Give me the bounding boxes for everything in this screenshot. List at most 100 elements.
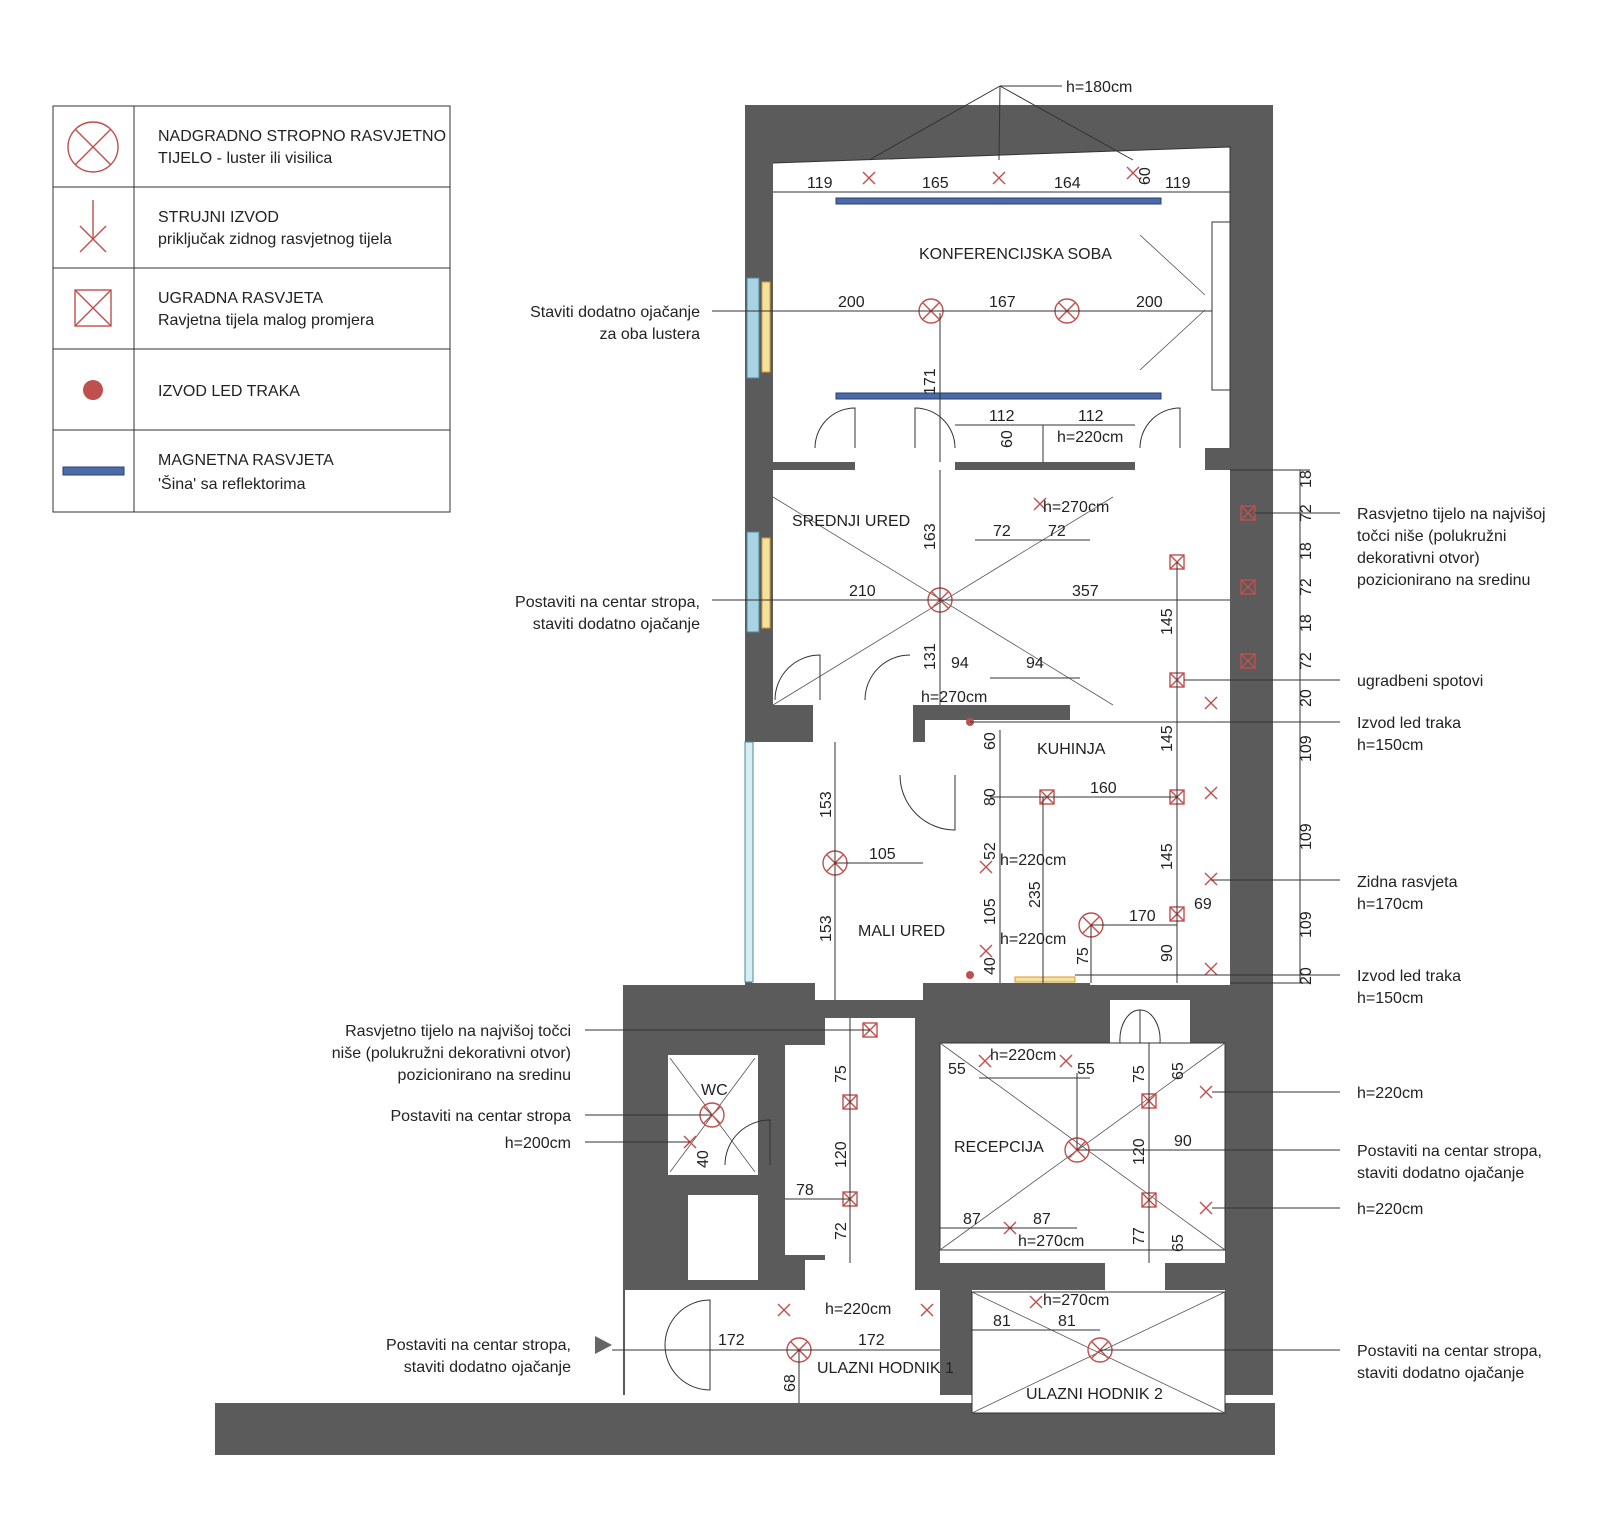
legend-label: UGRADNA RASVJETA: [158, 290, 323, 307]
annotation: staviti dodatno ojačanje: [1357, 1365, 1524, 1382]
height-label: h=220cm: [825, 1301, 891, 1318]
dimension-label: 145: [1159, 725, 1176, 752]
recessed-light-symbol-icon: [74, 289, 112, 327]
annotation: staviti dodatno ojačanje: [404, 1359, 571, 1376]
dimension-label: 72: [1298, 578, 1315, 596]
dimension-label: 120: [833, 1141, 850, 1168]
dimension-label: 153: [818, 791, 835, 818]
dimension-label: 109: [1298, 823, 1315, 850]
dimension-label: 357: [1072, 583, 1099, 600]
dimension-label: 87: [963, 1211, 981, 1228]
dimension-label: 200: [1136, 294, 1163, 311]
room-name: ULAZNI HODNIK 1: [817, 1360, 954, 1377]
dimension-label: 105: [869, 846, 896, 863]
height-label: h=220cm: [990, 1047, 1056, 1064]
dimension-label: 72: [1298, 504, 1315, 522]
dimension-label: 20: [1298, 689, 1315, 707]
room-name: SREDNJI URED: [792, 513, 910, 530]
legend-sublabel: Ravjetna tijela malog promjera: [158, 312, 374, 329]
legend-sublabel: TIJELO - luster ili visilica: [158, 150, 332, 167]
legend-label: NADGRADNO STROPNO RASVJETNO: [158, 128, 446, 145]
dimension-label: 72: [833, 1222, 850, 1240]
dimension-label: 18: [1298, 542, 1315, 560]
dimension-label: 55: [948, 1061, 966, 1078]
height-labels: h=180cm h=220cm h=270cm h=270cm h=220cm …: [825, 79, 1132, 1318]
annotation: Rasvjetno tijelo na najvišoj točci: [345, 1023, 571, 1040]
room-name: KUHINJA: [1037, 741, 1106, 758]
dimension-label: 112: [1078, 408, 1104, 425]
legend-sublabel: 'Šina' sa reflektorima: [158, 474, 306, 493]
dimension-label: 20: [1298, 967, 1315, 985]
dimension-label: 94: [951, 655, 969, 672]
dimension-label: 164: [1054, 175, 1081, 192]
recessed-light-icon: [1240, 653, 1256, 669]
dimension-label: 165: [922, 175, 949, 192]
dimension-label: 120: [1131, 1138, 1148, 1165]
dimension-label: 172: [858, 1332, 885, 1349]
annotations-left: Staviti dodatno ojačanje za oba lustera …: [332, 304, 700, 1376]
room-name: ULAZNI HODNIK 2: [1026, 1386, 1163, 1403]
height-label: h=270cm: [1043, 499, 1109, 516]
dimension-label: 81: [993, 1313, 1011, 1330]
annotation: Zidna rasvjeta: [1357, 874, 1458, 891]
height-label: h=180cm: [1066, 79, 1132, 96]
height-label: h=220cm: [1000, 931, 1066, 948]
annotations-right: Rasvjetno tijelo na najvišoj točci niše …: [1357, 506, 1546, 1382]
annotation: Postaviti na centar stropa,: [1357, 1343, 1542, 1360]
dimension-label: 119: [807, 175, 833, 192]
dimension-label: 210: [849, 583, 876, 600]
rooms: [625, 147, 1230, 1413]
dimension-label: 109: [1298, 735, 1315, 762]
annotation: Izvod led traka: [1357, 968, 1461, 985]
legend-label: IZVOD LED TRAKA: [158, 383, 300, 400]
dimension-label: 75: [833, 1065, 850, 1083]
annotation: niše (polukružni dekorativni otvor): [332, 1045, 571, 1062]
dimension-label: 145: [1159, 608, 1176, 635]
dimensions: 119 165 164 60 119 200 167 200 171 112 1…: [695, 167, 1315, 1392]
annotation: h=220cm: [1357, 1201, 1423, 1218]
dimension-label: 60: [982, 732, 999, 750]
annotation: pozicionirano na sredinu: [398, 1067, 571, 1084]
dimension-label: 94: [1026, 655, 1044, 672]
led-outlet-icon: [966, 971, 974, 979]
annotation: za oba lustera: [599, 326, 700, 343]
annotation: staviti dodatno ojačanje: [1357, 1165, 1524, 1182]
height-label: h=220cm: [1057, 429, 1123, 446]
height-label: h=220cm: [1000, 852, 1066, 869]
dimension-label: 145: [1159, 843, 1176, 870]
annotation: h=220cm: [1357, 1085, 1423, 1102]
dimension-label: 72: [993, 523, 1011, 540]
annotation: h=200cm: [505, 1135, 571, 1152]
dimension-label: 131: [922, 643, 939, 670]
height-label: h=270cm: [1018, 1233, 1084, 1250]
annotation: Postaviti na centar stropa: [390, 1108, 571, 1125]
dimension-label: 55: [1077, 1061, 1095, 1078]
dimension-label: 112: [989, 408, 1015, 425]
annotation: Izvod led traka: [1357, 715, 1461, 732]
dimension-label: 75: [1075, 947, 1092, 965]
dimension-label: 171: [922, 368, 939, 395]
dimension-label: 200: [838, 294, 865, 311]
leader-lines: [585, 310, 1340, 1354]
dimension-label: 167: [989, 294, 1016, 311]
annotation: h=170cm: [1357, 896, 1423, 913]
dimension-label: 75: [1131, 1065, 1148, 1083]
dimension-label: 40: [695, 1150, 712, 1168]
dimension-label: 163: [922, 523, 939, 550]
dimension-label: 65: [1170, 1062, 1187, 1080]
dimension-label: 170: [1129, 908, 1156, 925]
annotation: pozicionirano na sredinu: [1357, 572, 1530, 589]
dimension-label: 90: [1174, 1133, 1192, 1150]
room-name: WC: [701, 1082, 728, 1099]
room-name: MALI URED: [858, 923, 945, 940]
dimension-label: 40: [982, 957, 999, 975]
dimension-label: 87: [1033, 1211, 1051, 1228]
annotation: h=150cm: [1357, 990, 1423, 1007]
dimension-label: 52: [982, 842, 999, 860]
dimension-label: 119: [1165, 175, 1191, 192]
legend-label: MAGNETNA RASVJETA: [158, 452, 334, 469]
dimension-label: 235: [1027, 881, 1044, 908]
annotation: Postaviti na centar stropa,: [386, 1337, 571, 1354]
dimension-label: 90: [1159, 944, 1176, 962]
